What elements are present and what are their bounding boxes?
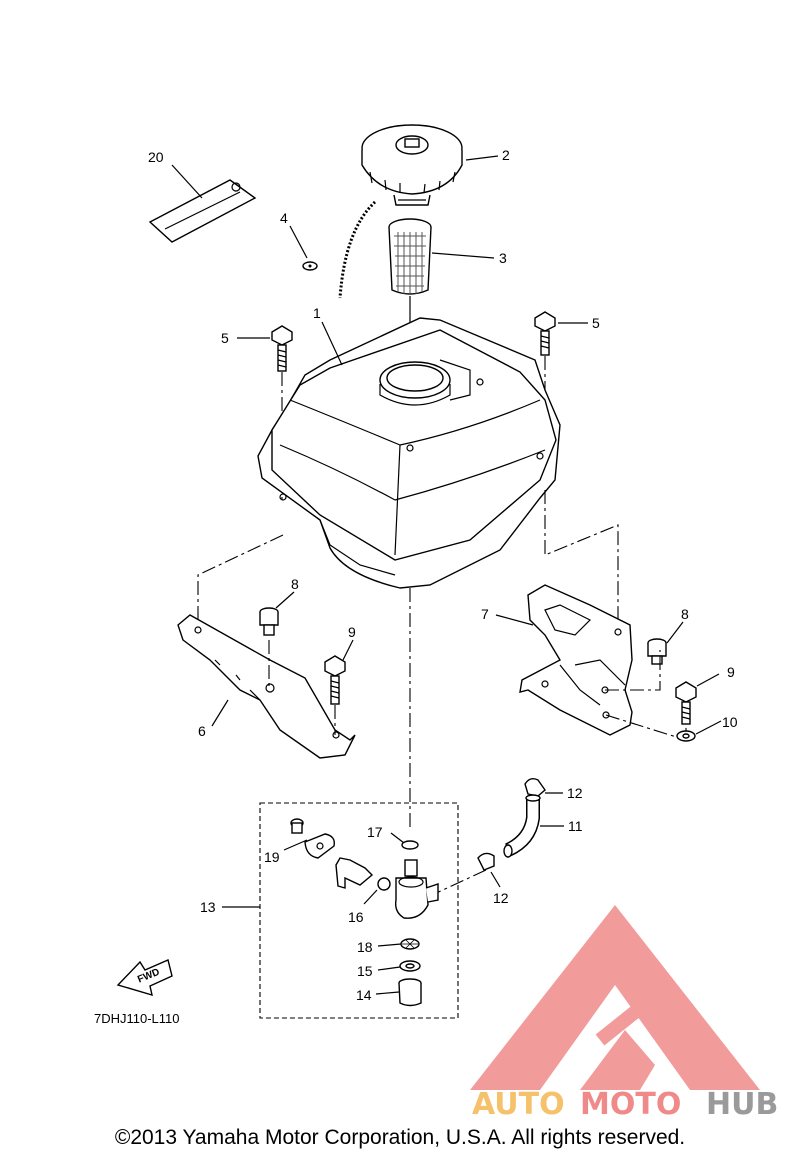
part-12-clip-bottom bbox=[477, 852, 495, 871]
callout-12-bottom: 12 bbox=[493, 890, 509, 906]
part-11-fuel-hose bbox=[503, 794, 541, 858]
callout-16: 16 bbox=[348, 909, 364, 925]
callout-8-left: 8 bbox=[291, 576, 299, 592]
part-8-collar-right bbox=[647, 638, 667, 665]
fwd-arrow-icon bbox=[116, 959, 173, 997]
part-9-bolt-right bbox=[675, 681, 697, 725]
callout-2: 2 bbox=[502, 147, 510, 163]
part-13-group-box bbox=[259, 802, 459, 1019]
part-16-o-ring bbox=[377, 877, 391, 891]
part-5-bolt-right bbox=[534, 311, 556, 356]
callout-4: 4 bbox=[280, 210, 288, 226]
watermark-hub: HUB bbox=[706, 1087, 778, 1122]
callout-11: 11 bbox=[568, 818, 583, 834]
part-5-bolt-left bbox=[271, 325, 293, 372]
drawing-code: 7DHJ110-L110 bbox=[94, 1011, 180, 1026]
callout-5-right: 5 bbox=[592, 315, 600, 331]
callout-20: 20 bbox=[148, 149, 164, 165]
part-1-fuel-tank bbox=[257, 317, 561, 589]
callout-1: 1 bbox=[313, 305, 321, 321]
callout-14: 14 bbox=[356, 987, 372, 1003]
part-8-collar-left bbox=[259, 607, 279, 636]
part-9-bolt-left bbox=[324, 655, 346, 705]
part-4-clip bbox=[302, 261, 318, 271]
part-14-cup bbox=[398, 978, 422, 1007]
fuel-cock-lever bbox=[335, 857, 374, 889]
callout-9-right: 9 bbox=[727, 664, 735, 680]
part-10-washer bbox=[676, 730, 696, 742]
part-15-gasket bbox=[399, 960, 421, 972]
callout-15: 15 bbox=[357, 963, 373, 979]
callout-9-left: 9 bbox=[348, 624, 356, 640]
callout-5-left: 5 bbox=[221, 330, 229, 346]
copyright-notice: ©2013 Yamaha Motor Corporation, U.S.A. A… bbox=[114, 1126, 686, 1149]
callout-12-top: 12 bbox=[567, 785, 583, 801]
callout-13: 13 bbox=[200, 899, 216, 915]
part-6-bracket bbox=[177, 614, 356, 759]
part-7-bracket bbox=[519, 584, 633, 736]
watermark-auto: AUTO bbox=[472, 1087, 565, 1122]
fuel-cock-body bbox=[394, 859, 439, 919]
part-20-label bbox=[148, 179, 257, 243]
part-18-filter bbox=[400, 938, 420, 950]
callout-7: 7 bbox=[481, 606, 489, 622]
part-3-strainer bbox=[388, 218, 432, 295]
leader-lines bbox=[171, 155, 722, 995]
fuel-cock-plate bbox=[304, 833, 335, 859]
callout-8-right: 8 bbox=[681, 606, 689, 622]
automotohub-logo bbox=[470, 905, 760, 1090]
cap-chain bbox=[338, 200, 377, 299]
part-2-fuel-cap bbox=[361, 124, 463, 206]
part-12-clip-top bbox=[524, 777, 546, 797]
callout-18: 18 bbox=[357, 939, 373, 955]
watermark-moto: MOTO bbox=[580, 1087, 681, 1122]
callout-6: 6 bbox=[198, 723, 206, 739]
part-19-screw bbox=[290, 818, 304, 834]
callout-17: 17 bbox=[367, 824, 383, 840]
callout-3: 3 bbox=[499, 250, 507, 266]
callout-10: 10 bbox=[722, 714, 738, 730]
callout-19: 19 bbox=[264, 849, 280, 865]
part-17-o-ring bbox=[401, 840, 419, 850]
